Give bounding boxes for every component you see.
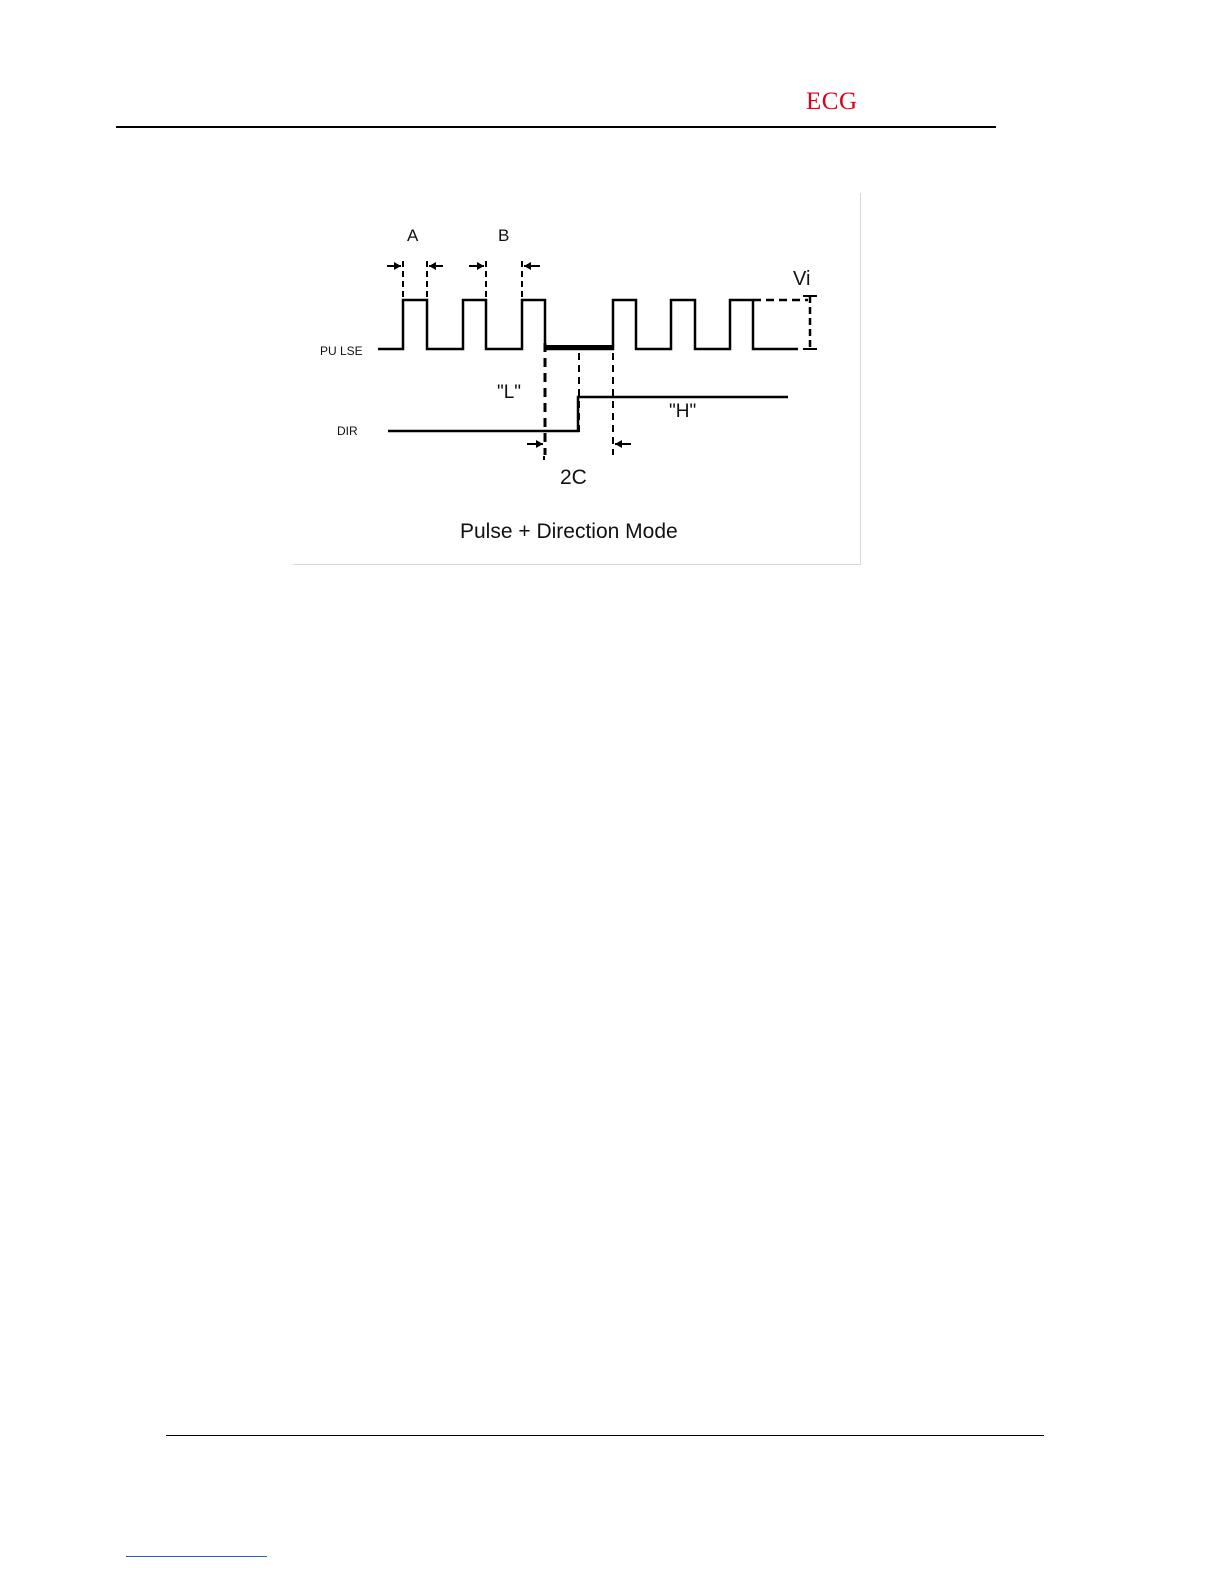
header-rule (116, 126, 996, 128)
label-level-high: "H" (669, 401, 696, 422)
figure-caption: Pulse + Direction Mode (460, 520, 678, 543)
pulse-waveform (378, 300, 798, 349)
bottom-link-underline[interactable] (126, 1556, 267, 1557)
dir-waveform (388, 397, 788, 431)
label-dir: DIR (337, 424, 358, 438)
c-arrowhead-right (615, 440, 622, 448)
label-pulse: PU LSE (320, 344, 363, 358)
label-level-low: "L" (497, 382, 521, 403)
b-arrowhead-right (524, 262, 531, 270)
label-b: B (498, 226, 509, 245)
label-vi: Vi (793, 268, 810, 290)
timing-diagram: A B Vi PU LSE DIR "L" "H" 2C Pulse + Dir… (293, 193, 860, 564)
timing-diagram-figure: A B Vi PU LSE DIR "L" "H" 2C Pulse + Dir… (293, 193, 861, 565)
c-arrowhead-left (536, 440, 543, 448)
a-arrowhead-left (394, 262, 401, 270)
label-a: A (407, 226, 419, 245)
header-title: ECG (806, 88, 858, 116)
label-2c: 2C (560, 466, 587, 489)
b-arrowhead-left (477, 262, 484, 270)
footer-rule (166, 1435, 1044, 1436)
a-arrowhead-right (429, 262, 436, 270)
